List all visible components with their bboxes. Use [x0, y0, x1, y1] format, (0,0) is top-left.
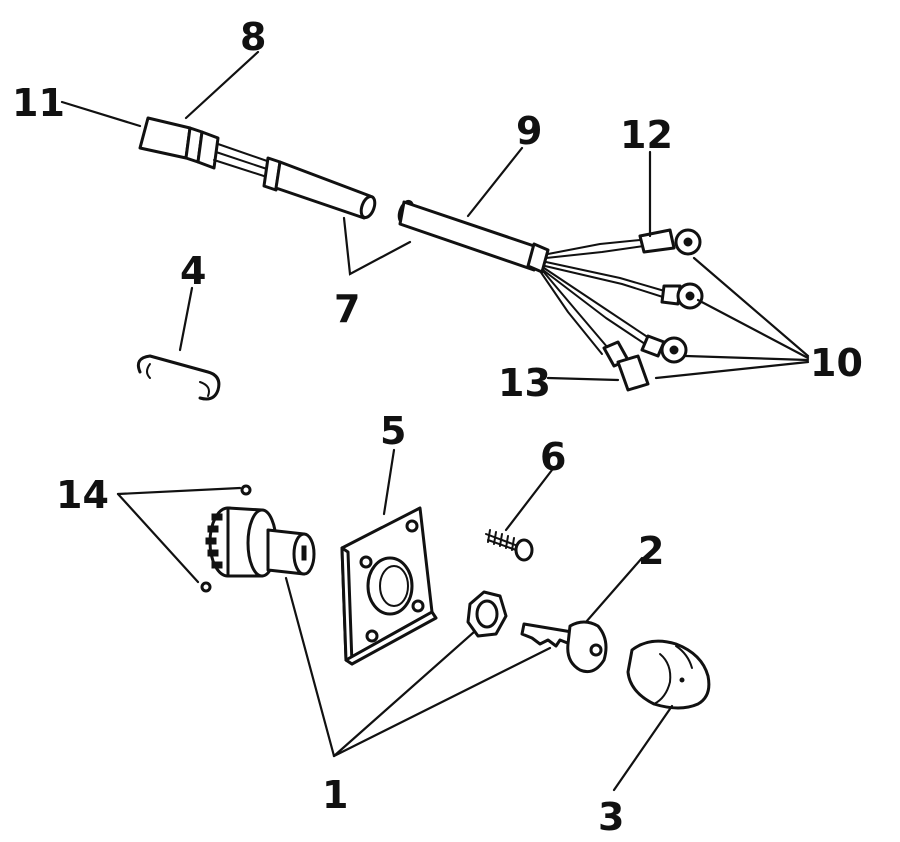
callout-1: 1 — [322, 773, 348, 817]
callout-12: 12 — [620, 113, 673, 157]
wiring-harness-terminal-end — [397, 199, 704, 392]
callout-numbers: 1 2 3 4 5 6 7 8 9 10 11 12 13 14 — [12, 15, 863, 839]
wiring-harness-connector-end — [138, 116, 377, 220]
callout-10: 10 — [810, 341, 863, 385]
ignition-key — [520, 620, 608, 674]
callout-9: 9 — [516, 109, 542, 153]
hex-nut — [466, 590, 508, 638]
callout-8: 8 — [240, 15, 266, 59]
callout-4: 4 — [180, 249, 206, 293]
retainer-clip — [136, 354, 221, 401]
callout-11: 11 — [12, 81, 65, 125]
ignition-switch — [205, 506, 316, 578]
mounting-plate — [340, 506, 438, 666]
callout-6: 6 — [540, 435, 566, 479]
small-screws — [200, 484, 252, 593]
callout-14: 14 — [56, 473, 109, 517]
callout-5: 5 — [380, 409, 406, 453]
callout-3: 3 — [598, 795, 624, 839]
leader-lines — [60, 50, 810, 792]
screw — [485, 529, 534, 562]
callout-13: 13 — [498, 361, 551, 405]
callout-2: 2 — [638, 529, 664, 573]
callout-7: 7 — [334, 287, 360, 331]
switch-cap — [626, 639, 711, 710]
